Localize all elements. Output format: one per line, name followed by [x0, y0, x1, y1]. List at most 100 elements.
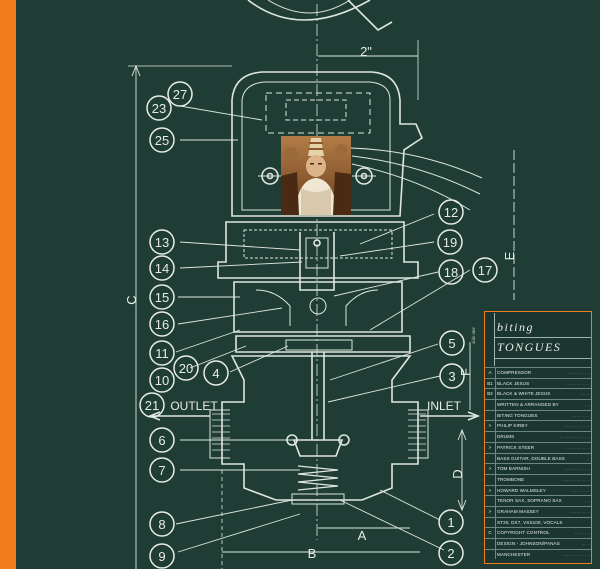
- leader-dots: . . . . . . . . . .: [564, 423, 589, 429]
- callout-25: [149, 127, 175, 153]
- track-code: [485, 453, 496, 464]
- callout-13-label: 13: [155, 235, 169, 250]
- track-code: >: [485, 506, 496, 517]
- outlet-label: OUTLET: [170, 399, 218, 413]
- callout-3: [439, 363, 465, 389]
- callout-11-label: 11: [155, 346, 169, 361]
- callout-6-label: 6: [158, 433, 165, 448]
- track-text: PHILIP KIRBY: [497, 423, 528, 429]
- callout-5: [439, 330, 465, 356]
- callout-9-label: 9: [158, 549, 165, 564]
- track-code: B1: [485, 378, 496, 389]
- callout-10-label: 10: [155, 373, 169, 388]
- dimension-e: E: [502, 251, 517, 260]
- callout-12-label: 12: [444, 205, 458, 220]
- title-rule: [495, 358, 591, 359]
- list-item: >PATRICK STEER. . . . . . . . .: [485, 441, 591, 453]
- callout-18-label: 18: [444, 265, 458, 280]
- track-code: B2: [485, 389, 496, 400]
- track-code: [485, 474, 496, 485]
- callout-1: [438, 509, 464, 535]
- leader-dots: . . . . . . . . . . .: [562, 476, 589, 482]
- dimension-2-inch: 2": [360, 44, 372, 59]
- list-item: MANCHESTER. . . . . . . . . . .: [485, 548, 591, 560]
- dimension-d: D: [450, 469, 465, 478]
- list-item: >TOM BARNISH. . . . . . . . . .: [485, 463, 591, 474]
- dimension-c: C: [124, 295, 139, 304]
- callout-20-label: 20: [179, 361, 193, 376]
- track-text: TROMBONE: [497, 476, 525, 482]
- track-text: DRUMS: [497, 434, 515, 440]
- track-code: A: [485, 368, 496, 378]
- track-code: >: [485, 442, 496, 453]
- track-text: COMPRESSOR: [497, 370, 532, 375]
- leader-dots: . . . . . . . . .: [567, 444, 589, 450]
- inlet-label: INLET: [427, 399, 462, 413]
- callout-18: [438, 259, 464, 285]
- track-text: HOWARD WALMSLEY: [497, 487, 546, 493]
- callout-4-label: 4: [212, 366, 219, 381]
- callout-13: [149, 229, 175, 255]
- leader-dots: . . . . . . . . . . . . .: [557, 434, 589, 440]
- callout-2-label: 2: [447, 546, 454, 561]
- callout-25-label: 25: [155, 133, 169, 148]
- callout-9: [149, 543, 175, 569]
- leader-dots: . . . . . .: [574, 530, 589, 536]
- list-item: DESIGN - JOHNSON/PANAS. . .: [485, 538, 591, 549]
- track-code: [485, 539, 496, 549]
- band-title-line-1: biting: [497, 320, 535, 334]
- track-text: ST20, DX7, VSS100, VOCALS: [497, 519, 563, 525]
- callout-4: [203, 360, 229, 386]
- track-text: TOM BARNISH: [497, 466, 530, 472]
- callout-16-label: 16: [155, 317, 169, 332]
- callout-12: [438, 199, 464, 225]
- callout-5-label: 5: [448, 336, 455, 351]
- track-text: GRAHAM MASSEY: [497, 508, 539, 514]
- list-item: >PHILIP KIRBY. . . . . . . . . .: [485, 420, 591, 432]
- list-item: WRITTEN & ARRANGED BY . .: [485, 399, 591, 410]
- track-text: COPYRIGHT CONTROL: [497, 530, 550, 536]
- track-code: [485, 549, 496, 560]
- leader-dots: . . . . . . . . .: [567, 380, 589, 386]
- list-item: ST20, DX7, VSS100, VOCALS: [485, 516, 591, 528]
- callout-17-label: 17: [478, 263, 492, 278]
- callout-3-label: 3: [448, 369, 455, 384]
- track-text: BITING TONGUES: [497, 412, 538, 418]
- callout-23-label: 23: [152, 101, 166, 116]
- callout-27-label: 27: [173, 87, 187, 102]
- callout-7-label: 7: [158, 463, 165, 478]
- orange-edge-strip: [0, 0, 16, 569]
- callout-2: [438, 540, 464, 566]
- leader-dots: . . . . . . . . .: [567, 370, 589, 375]
- track-text: BLACK JESUS: [497, 380, 530, 386]
- callout-21-label: 21: [145, 398, 159, 413]
- list-item: TENOR SAX, SOPRANO SAX. .: [485, 495, 591, 506]
- track-code: >: [485, 485, 496, 496]
- track-text: WRITTEN & ARRANGED BY: [497, 402, 559, 408]
- track-code: C: [485, 528, 496, 538]
- track-text: MANCHESTER: [497, 551, 531, 557]
- callout-21: [139, 392, 165, 418]
- callout-11: [149, 340, 175, 366]
- list-item: TROMBONE . . . . . . . . . . .: [485, 473, 591, 485]
- list-item: DRUMS . . . . . . . . . . . . .: [485, 431, 591, 442]
- track-text: BLACK & WHITE JESUS: [497, 391, 551, 397]
- leader-dots: . . .: [582, 541, 589, 546]
- portrait-collage-image: [281, 136, 351, 215]
- track-code: [485, 432, 496, 442]
- callout-20: [173, 355, 199, 381]
- leader-dots: . .: [585, 402, 589, 408]
- track-code: [485, 496, 496, 506]
- list-item: BITING TONGUES. . . . . . .: [485, 409, 591, 421]
- leader-dots: . . . . . . . . . .: [564, 466, 589, 472]
- track-code: [485, 400, 496, 410]
- callout-1-label: 1: [447, 515, 454, 530]
- dimension-a: A: [358, 528, 367, 543]
